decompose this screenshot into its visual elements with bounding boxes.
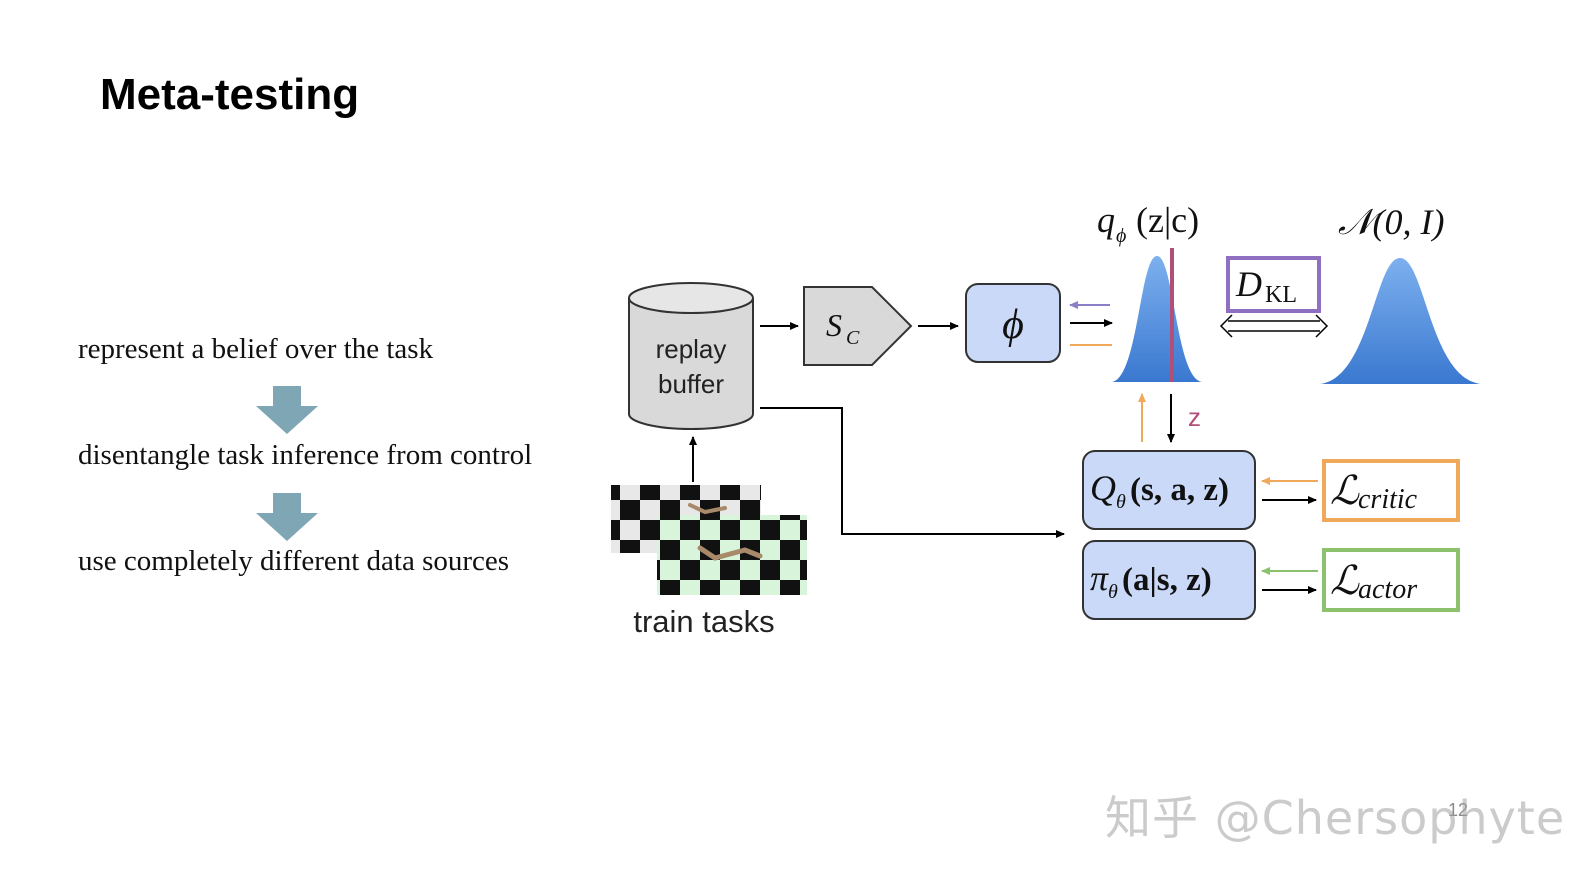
train-tasks-label: train tasks bbox=[633, 604, 774, 639]
watermark: 知乎 @Chersophyte bbox=[1105, 791, 1566, 845]
posterior-distribution bbox=[1112, 256, 1202, 382]
actor-loss-main: ℒ bbox=[1330, 558, 1360, 603]
critic-loss-sub: critic bbox=[1358, 484, 1418, 515]
posterior-label: q ϕ (z|c) bbox=[1097, 200, 1199, 247]
critic-args: (s, a, z) bbox=[1130, 472, 1229, 508]
z-label: z bbox=[1188, 402, 1201, 432]
actor-sub: θ bbox=[1108, 581, 1118, 603]
prior-distribution bbox=[1320, 258, 1481, 384]
actor-box: π θ (a|s, z) bbox=[1082, 540, 1256, 620]
down-arrow-icon bbox=[256, 386, 318, 434]
critic-sub: θ bbox=[1116, 491, 1126, 513]
kl-double-arrow bbox=[1219, 314, 1329, 338]
kl-sub: KL bbox=[1265, 282, 1297, 308]
critic-box: Q θ (s, a, z) bbox=[1082, 450, 1256, 530]
encoder-block: ϕ bbox=[965, 283, 1061, 363]
page-number: 12 bbox=[1448, 800, 1469, 820]
sampler-symbol: S bbox=[826, 307, 842, 343]
critic-loss-main: ℒ bbox=[1330, 468, 1360, 513]
replay-buffer: replay buffer bbox=[628, 282, 754, 430]
bullet-belief: represent a belief over the task bbox=[78, 333, 434, 365]
actor-loss-sub: actor bbox=[1358, 574, 1417, 605]
posterior-q: q bbox=[1097, 200, 1115, 240]
kl-divergence-box: D KL bbox=[1226, 256, 1321, 313]
replay-buffer-label: replay bbox=[656, 334, 727, 364]
actor-fn: π bbox=[1090, 558, 1109, 598]
kl-main: D bbox=[1235, 264, 1262, 304]
posterior-args: (z|c) bbox=[1136, 200, 1199, 240]
arrow bbox=[760, 407, 1065, 538]
prior-label: 𝒩(0, I) bbox=[1338, 202, 1444, 242]
actor-args: (a|s, z) bbox=[1122, 562, 1212, 598]
actor-loss-box: ℒ actor bbox=[1322, 548, 1460, 612]
critic-loss-box: ℒ critic bbox=[1322, 459, 1460, 522]
sampler-block: S C bbox=[803, 286, 913, 366]
sampler-subscript: C bbox=[846, 327, 860, 349]
posterior-sub: ϕ bbox=[1116, 225, 1126, 247]
bullet-disentangle: disentangle task inference from control bbox=[78, 439, 533, 471]
replay-buffer-label: buffer bbox=[658, 369, 724, 399]
slide-title: Meta-testing bbox=[100, 70, 360, 119]
bullet-data-sources: use completely different data sources bbox=[78, 545, 510, 577]
critic-fn: Q bbox=[1090, 468, 1116, 508]
encoder-symbol: ϕ bbox=[1002, 302, 1024, 348]
down-arrow-icon bbox=[256, 493, 318, 541]
train-tasks-images bbox=[611, 485, 807, 595]
